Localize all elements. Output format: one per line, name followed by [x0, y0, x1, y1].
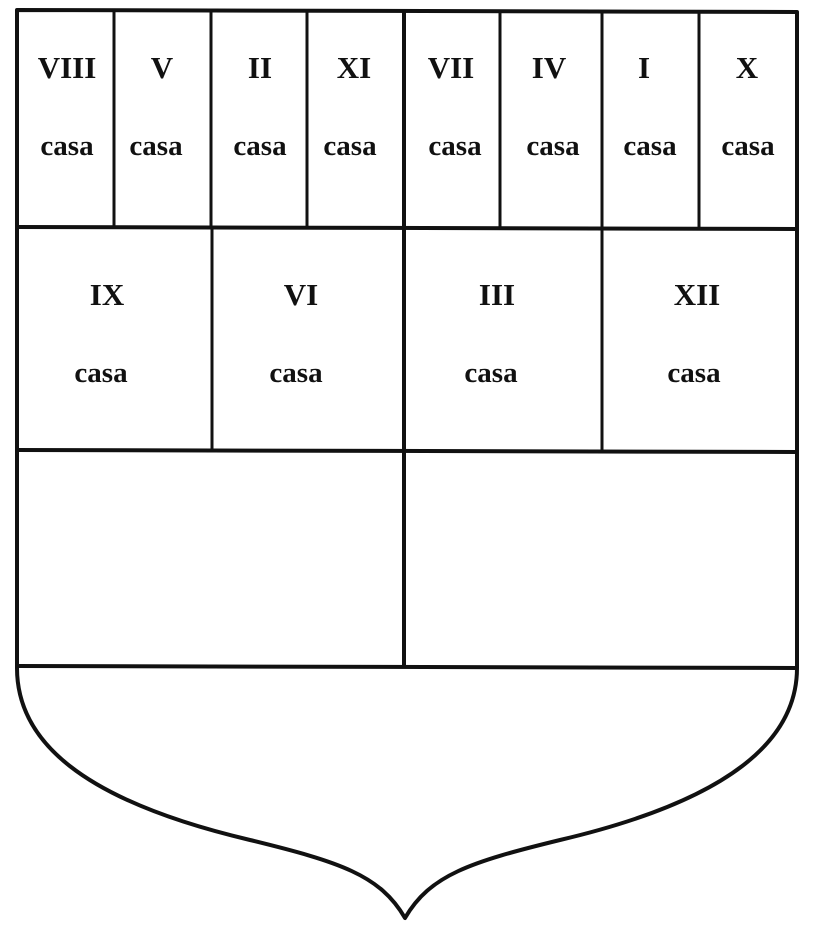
top-cell-5-numeral: VII: [428, 50, 475, 85]
top-cell-6-numeral: IV: [532, 50, 567, 85]
middle-cell-4-numeral: XII: [674, 277, 721, 312]
shield-outline: [15, 8, 799, 920]
middle-cell-3-numeral: III: [479, 277, 515, 312]
top-cell-4-numeral: XI: [337, 50, 371, 85]
top-cell-4-word: casa: [323, 130, 377, 162]
top-cell-2-word: casa: [129, 130, 183, 162]
top-cell-8-word: casa: [721, 130, 775, 162]
top-cell-1-numeral: VIII: [38, 50, 97, 85]
divider-top-row-bottom: [16, 225, 798, 231]
middle-cell-1-numeral: IX: [90, 277, 125, 312]
middle-cell-2-word: casa: [269, 357, 323, 389]
top-cell-2-numeral: V: [151, 50, 174, 85]
divider-middle-row-bottom: [16, 448, 798, 454]
top-cell-3-word: casa: [233, 130, 287, 162]
top-cell-7-numeral: I: [638, 50, 650, 85]
top-cell-8-numeral: X: [736, 50, 759, 85]
top-cell-6-word: casa: [526, 130, 580, 162]
top-cell-7-word: casa: [623, 130, 677, 162]
divider-chief-bottom: [16, 664, 798, 670]
middle-cell-3-word: casa: [464, 357, 518, 389]
top-cell-1-word: casa: [40, 130, 94, 162]
middle-cell-1-word: casa: [74, 357, 128, 389]
top-cell-3-numeral: II: [248, 50, 272, 85]
top-cell-5-word: casa: [428, 130, 482, 162]
middle-cell-2-numeral: VI: [284, 277, 318, 312]
middle-cell-4-word: casa: [667, 357, 721, 389]
